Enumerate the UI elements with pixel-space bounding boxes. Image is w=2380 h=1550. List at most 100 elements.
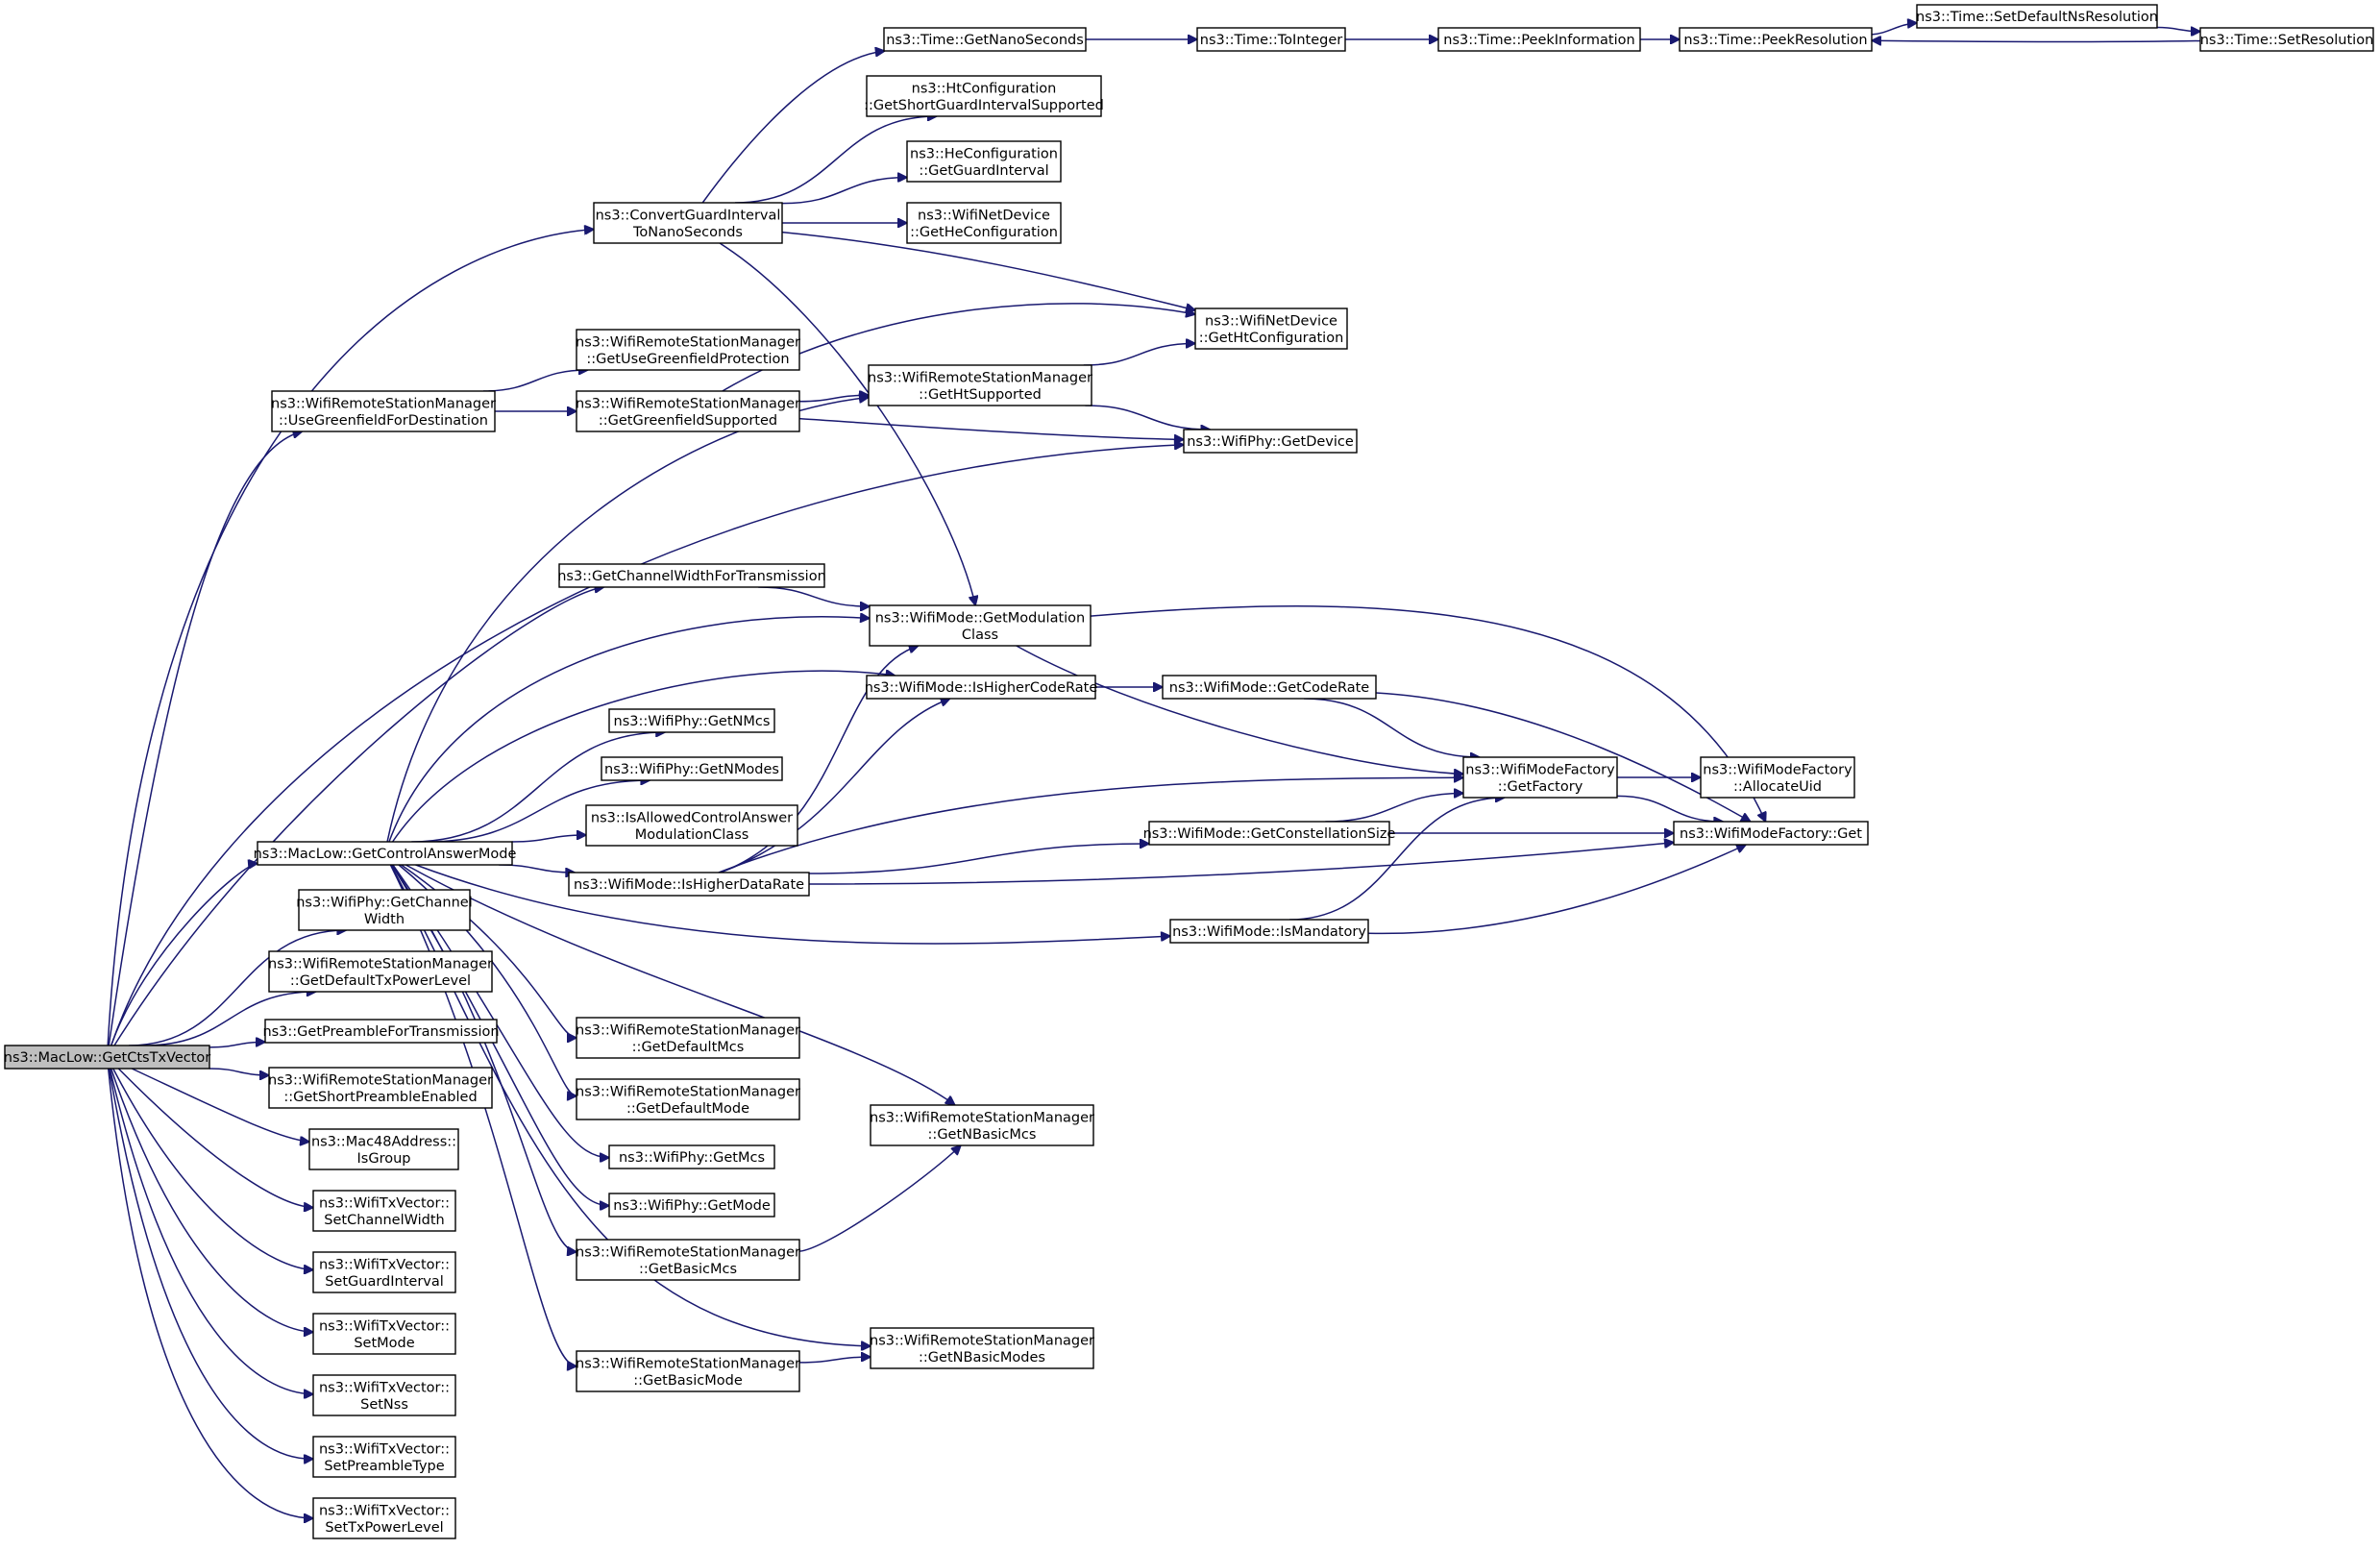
node-setGI[interactable]: ns3::WifiTxVector::SetGuardInterval <box>312 1251 456 1293</box>
node-box <box>585 804 798 847</box>
node-box <box>1437 27 1641 52</box>
node-setMode[interactable]: ns3::WifiTxVector::SetMode <box>312 1313 456 1355</box>
node-preambleTx[interactable]: ns3::GetPreambleForTransmission <box>262 1019 500 1044</box>
node-box <box>308 1128 459 1170</box>
node-basicMode[interactable]: ns3::WifiRemoteStationManager::GetBasicM… <box>576 1350 800 1392</box>
node-setDefNs[interactable]: ns3::Time::SetDefaultNsResolution <box>1916 4 2158 29</box>
node-getNano[interactable]: ns3::Time::GetNanoSeconds <box>883 27 1087 52</box>
edge-root-to-shortPre <box>209 1068 269 1075</box>
node-label: ns3::WifiMode::GetCodeRate <box>1169 680 1369 696</box>
node-label: ::GetDefaultMode <box>626 1101 749 1117</box>
node-basicMcs[interactable]: ns3::WifiRemoteStationManager::GetBasicM… <box>576 1239 800 1281</box>
node-label: ns3::WifiTxVector:: <box>319 1318 450 1334</box>
node-box <box>576 1239 800 1281</box>
node-getDevice[interactable]: ns3::WifiPhy::GetDevice <box>1183 429 1358 454</box>
node-box <box>576 1017 800 1059</box>
node-defMcs[interactable]: ns3::WifiRemoteStationManager::GetDefaul… <box>576 1017 800 1059</box>
edge-ctrlAns-to-getModClass <box>388 617 870 843</box>
node-label: ::GetUseGreenfieldProtection <box>586 352 789 367</box>
node-label: ::GetHtConfiguration <box>1199 331 1344 346</box>
node-setTxPow[interactable]: ns3::WifiTxVector::SetTxPowerLevel <box>312 1497 456 1539</box>
node-defMode[interactable]: ns3::WifiRemoteStationManager::GetDefaul… <box>576 1078 800 1120</box>
node-getFactory[interactable]: ns3::WifiModeFactory::GetFactory <box>1462 756 1618 799</box>
node-box <box>866 675 1096 700</box>
node-label: ToNanoSeconds <box>632 225 743 240</box>
node-htShortGI[interactable]: ns3::HtConfiguration::GetShortGuardInter… <box>864 75 1104 117</box>
node-box <box>868 364 1092 406</box>
node-box <box>268 1067 493 1109</box>
node-phyMcs[interactable]: ns3::WifiPhy::GetMcs <box>608 1144 775 1169</box>
node-box <box>568 872 810 897</box>
node-box <box>576 329 800 371</box>
node-isHigherCR[interactable]: ns3::WifiMode::IsHigherCodeRate <box>865 675 1098 700</box>
edge-htSupp-to-getDevice <box>1085 405 1210 430</box>
node-getNMcs[interactable]: ns3::WifiPhy::GetNMcs <box>608 708 775 733</box>
node-box <box>576 1350 800 1392</box>
node-box <box>257 841 513 866</box>
node-label: ns3::WifiRemoteStationManager <box>870 1110 1094 1125</box>
node-chWidthTx[interactable]: ns3::GetChannelWidthForTransmission <box>557 563 826 588</box>
node-setChW[interactable]: ns3::WifiTxVector::SetChannelWidth <box>312 1190 456 1232</box>
node-nBasicMcs[interactable]: ns3::WifiRemoteStationManager::GetNBasic… <box>870 1104 1094 1146</box>
node-label: ::GetFactory <box>1498 779 1583 795</box>
node-setPre[interactable]: ns3::WifiTxVector::SetPreambleType <box>312 1436 456 1478</box>
node-htSupp[interactable]: ns3::WifiRemoteStationManager::GetHtSupp… <box>868 364 1092 406</box>
node-setNss[interactable]: ns3::WifiTxVector::SetNss <box>312 1374 456 1416</box>
node-ctrlAns[interactable]: ns3::MacLow::GetControlAnswerMode <box>254 841 517 866</box>
node-factoryGet[interactable]: ns3::WifiModeFactory::Get <box>1673 821 1869 846</box>
node-getConst[interactable]: ns3::WifiMode::GetConstellationSize <box>1143 821 1396 846</box>
node-getCodeRate[interactable]: ns3::WifiMode::GetCodeRate <box>1162 675 1377 700</box>
node-nBasicModes[interactable]: ns3::WifiRemoteStationManager::GetNBasic… <box>870 1327 1094 1369</box>
node-peekInfo[interactable]: ns3::Time::PeekInformation <box>1437 27 1641 52</box>
node-phyChW[interactable]: ns3::WifiPhy::GetChannelWidth <box>296 889 473 931</box>
node-box <box>576 1078 800 1120</box>
node-getHeConf[interactable]: ns3::WifiNetDevice::GetHeConfiguration <box>906 202 1062 244</box>
node-peekRes[interactable]: ns3::Time::PeekResolution <box>1679 27 1873 52</box>
node-label: ::GetHeConfiguration <box>910 225 1058 240</box>
node-defTxPow[interactable]: ns3::WifiRemoteStationManager::GetDefaul… <box>268 950 493 993</box>
node-getHtConf[interactable]: ns3::WifiNetDevice::GetHtConfiguration <box>1194 308 1348 350</box>
node-useGF[interactable]: ns3::WifiRemoteStationManager::UseGreenf… <box>271 390 496 432</box>
node-isGroup[interactable]: ns3::Mac48Address::IsGroup <box>308 1128 459 1170</box>
node-label: ns3::WifiRemoteStationManager <box>576 396 800 411</box>
edge-getCodeRate-to-factoryGet <box>1375 692 1751 822</box>
node-allocUid[interactable]: ns3::WifiModeFactory::AllocateUid <box>1700 756 1855 799</box>
node-isMand[interactable]: ns3::WifiMode::IsMandatory <box>1169 919 1369 944</box>
node-label: ::GetNBasicMcs <box>928 1127 1037 1143</box>
node-box <box>1196 27 1346 52</box>
node-label: ns3::Time::GetNanoSeconds <box>886 33 1084 48</box>
node-label: ns3::WifiPhy::GetMode <box>613 1198 771 1214</box>
node-label: ns3::WifiRemoteStationManager <box>576 1356 800 1371</box>
node-label: ns3::WifiMode::GetConstellationSize <box>1143 826 1396 842</box>
edge-basicMode-to-nBasicModes <box>798 1357 871 1364</box>
node-setRes[interactable]: ns3::Time::SetResolution <box>2199 27 2374 52</box>
node-useGFProt[interactable]: ns3::WifiRemoteStationManager::GetUseGre… <box>576 329 800 371</box>
node-label: ns3::GetChannelWidthForTransmission <box>557 569 826 584</box>
node-heGI[interactable]: ns3::HeConfiguration::GetGuardInterval <box>906 140 1062 183</box>
node-shortPre[interactable]: ns3::WifiRemoteStationManager::GetShortP… <box>268 1067 493 1109</box>
node-label: Width <box>364 912 405 927</box>
node-label: ns3::WifiRemoteStationManager <box>576 334 800 350</box>
node-label: ns3::WifiModeFactory::Get <box>1680 826 1862 842</box>
node-label: ns3::IsAllowedControlAnswer <box>591 810 793 825</box>
node-label: ns3::WifiMode::IsMandatory <box>1172 924 1366 940</box>
node-box <box>869 604 1092 647</box>
edge-getCodeRate-to-getFactory <box>1303 698 1480 757</box>
node-isHigherDR[interactable]: ns3::WifiMode::IsHigherDataRate <box>568 872 810 897</box>
node-root[interactable]: ns3::MacLow::GetCtsTxVector <box>4 1045 211 1070</box>
node-box <box>1194 308 1348 350</box>
node-box <box>906 140 1062 183</box>
node-toInteger[interactable]: ns3::Time::ToInteger <box>1196 27 1346 52</box>
node-getNModes[interactable]: ns3::WifiPhy::GetNModes <box>601 756 783 781</box>
edge-chWidthTx-to-getModClass <box>758 586 870 606</box>
node-gfSupp[interactable]: ns3::WifiRemoteStationManager::GetGreenf… <box>576 390 800 432</box>
node-box <box>601 756 783 781</box>
node-isAllowed[interactable]: ns3::IsAllowedControlAnswerModulationCla… <box>585 804 798 847</box>
node-phyMode[interactable]: ns3::WifiPhy::GetMode <box>608 1193 775 1218</box>
edge-isHigherDR-to-factoryGet <box>808 843 1674 885</box>
node-label: ns3::Time::SetDefaultNsResolution <box>1916 10 2158 25</box>
edge-convGI-to-getHtConf <box>781 231 1195 310</box>
node-label: ns3::WifiPhy::GetDevice <box>1187 434 1354 450</box>
